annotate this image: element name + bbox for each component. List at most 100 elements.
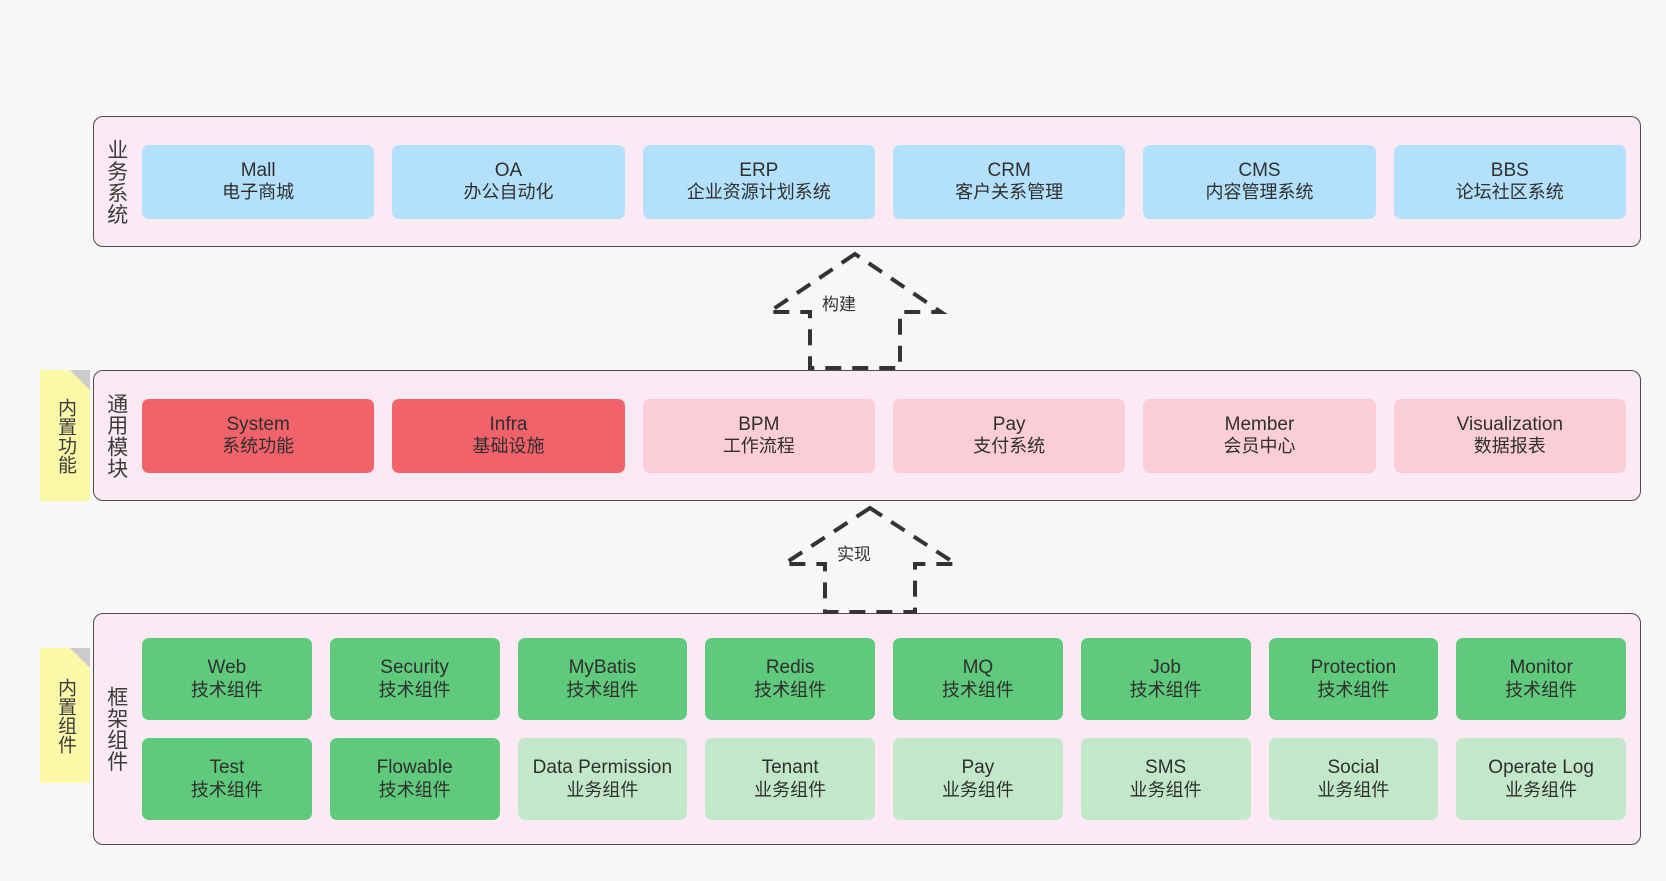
card-operate-log[interactable]: Operate Log 业务组件	[1456, 738, 1626, 820]
card-infra-name: Infra	[489, 413, 528, 435]
framework-card-grid: Web 技术组件 Security 技术组件 MyBatis 技术组件 Redi…	[138, 614, 1640, 844]
card-infra-desc: 基础设施	[472, 436, 545, 457]
note-builtin-component-label: 内置组件	[55, 677, 77, 754]
card-redis-name: Redis	[765, 657, 815, 679]
card-test-name: Test	[209, 757, 245, 779]
business-card-row: Mall 电子商城 OA 办公自动化 ERP 企业资源计划系统 CRM 客户关系…	[142, 144, 1626, 219]
card-crm-desc: 客户关系管理	[955, 182, 1064, 203]
common-card-grid: System 系统功能 Infra 基础设施 BPM 工作流程 Pay 支付系统…	[138, 371, 1640, 500]
card-pay-component-name: Pay	[961, 757, 995, 779]
note-builtin-component: 内置组件	[40, 648, 90, 783]
card-mybatis[interactable]: MyBatis 技术组件	[517, 638, 688, 720]
card-monitor-name: Monitor	[1509, 657, 1573, 679]
layer-business-system: 业务系统 Mall 电子商城 OA 办公自动化 ERP 企业资源计划系统 CRM	[93, 116, 1641, 247]
card-bbs-name: BBS	[1490, 159, 1529, 181]
card-sms-desc: 业务组件	[1129, 779, 1202, 800]
connector-build: 构建	[760, 248, 950, 370]
layer-business-title: 业务系统	[104, 138, 128, 225]
card-visualization[interactable]: Visualization 数据报表	[1393, 398, 1626, 473]
card-mybatis-name: MyBatis	[568, 657, 637, 679]
card-visualization-name: Visualization	[1456, 413, 1563, 435]
card-pay-component-desc: 业务组件	[941, 779, 1014, 800]
card-erp-name: ERP	[739, 159, 779, 181]
card-test-desc: 技术组件	[190, 779, 263, 800]
card-job[interactable]: Job 技术组件	[1080, 638, 1251, 720]
layer-framework-component: 框架组件 Web 技术组件 Security 技术组件 MyBatis 技术组件…	[93, 613, 1641, 845]
card-flowable-name: Flowable	[376, 757, 453, 779]
card-mq-name: MQ	[962, 657, 994, 679]
card-bbs[interactable]: BBS 论坛社区系统	[1393, 144, 1626, 219]
card-oa-name: OA	[494, 159, 523, 181]
card-social-name: Social	[1327, 757, 1380, 779]
card-pay-module-name: Pay	[992, 413, 1026, 435]
card-social-desc: 业务组件	[1317, 779, 1390, 800]
card-oa[interactable]: OA 办公自动化	[392, 144, 625, 219]
business-card-grid: Mall 电子商城 OA 办公自动化 ERP 企业资源计划系统 CRM 客户关系…	[138, 117, 1640, 246]
card-pay-module-desc: 支付系统	[973, 436, 1046, 457]
card-crm[interactable]: CRM 客户关系管理	[892, 144, 1126, 219]
card-data-permission[interactable]: Data Permission 业务组件	[517, 738, 688, 820]
card-cms-desc: 内容管理系统	[1205, 182, 1314, 203]
card-crm-name: CRM	[987, 159, 1031, 181]
framework-card-row-tech: Web 技术组件 Security 技术组件 MyBatis 技术组件 Redi…	[142, 638, 1626, 720]
card-redis-desc: 技术组件	[754, 679, 827, 700]
card-erp-desc: 企业资源计划系统	[686, 182, 831, 203]
connector-build-label: 构建	[822, 295, 856, 314]
card-oa-desc: 办公自动化	[463, 182, 554, 203]
card-protection[interactable]: Protection 技术组件	[1268, 638, 1439, 720]
card-cms[interactable]: CMS 内容管理系统	[1143, 144, 1376, 219]
card-bpm-desc: 工作流程	[722, 436, 795, 457]
card-flowable[interactable]: Flowable 技术组件	[329, 738, 500, 820]
card-tenant-desc: 业务组件	[754, 779, 827, 800]
card-redis[interactable]: Redis 技术组件	[705, 638, 875, 720]
connector-implement-label: 实现	[837, 545, 871, 564]
card-data-permission-desc: 业务组件	[566, 779, 639, 800]
card-tenant[interactable]: Tenant 业务组件	[705, 738, 875, 820]
card-sms[interactable]: SMS 业务组件	[1080, 738, 1251, 820]
card-protection-desc: 技术组件	[1317, 679, 1390, 700]
card-web[interactable]: Web 技术组件	[142, 638, 312, 720]
card-system[interactable]: System 系统功能	[142, 398, 375, 473]
card-member[interactable]: Member 会员中心	[1143, 398, 1376, 473]
framework-card-row-biz: Test 技术组件 Flowable 技术组件 Data Permission …	[142, 738, 1626, 820]
card-social[interactable]: Social 业务组件	[1268, 738, 1439, 820]
card-mall-desc: 电子商城	[222, 182, 295, 203]
card-infra[interactable]: Infra 基础设施	[392, 398, 625, 473]
card-mall-name: Mall	[240, 159, 276, 181]
card-mall[interactable]: Mall 电子商城	[142, 144, 375, 219]
card-visualization-desc: 数据报表	[1473, 436, 1546, 457]
card-security[interactable]: Security 技术组件	[329, 638, 500, 720]
card-pay-component[interactable]: Pay 业务组件	[893, 738, 1063, 820]
card-monitor[interactable]: Monitor 技术组件	[1456, 638, 1626, 720]
card-monitor-desc: 技术组件	[1505, 679, 1578, 700]
card-bpm[interactable]: BPM 工作流程	[642, 398, 875, 473]
layer-common-module: 通用模块 System 系统功能 Infra 基础设施 BPM 工作流程 Pay	[93, 370, 1641, 501]
card-test[interactable]: Test 技术组件	[142, 738, 312, 820]
card-flowable-desc: 技术组件	[378, 779, 451, 800]
connector-build-arrow	[762, 251, 948, 370]
card-sms-name: SMS	[1145, 757, 1187, 779]
card-job-name: Job	[1150, 657, 1181, 679]
common-card-row: System 系统功能 Infra 基础设施 BPM 工作流程 Pay 支付系统…	[142, 398, 1626, 473]
card-erp[interactable]: ERP 企业资源计划系统	[642, 144, 875, 219]
note-builtin-function: 内置功能	[40, 370, 90, 501]
card-system-name: System	[226, 413, 290, 435]
card-job-desc: 技术组件	[1129, 679, 1202, 700]
card-operate-log-desc: 业务组件	[1505, 779, 1578, 800]
layer-framework-title: 框架组件	[104, 686, 128, 772]
card-bpm-name: BPM	[738, 413, 780, 435]
card-protection-name: Protection	[1310, 657, 1397, 679]
connector-implement-arrow	[777, 505, 963, 614]
card-pay-module[interactable]: Pay 支付系统	[892, 398, 1126, 473]
card-security-desc: 技术组件	[378, 679, 451, 700]
card-mq-desc: 技术组件	[941, 679, 1014, 700]
card-mybatis-desc: 技术组件	[566, 679, 639, 700]
card-security-name: Security	[380, 657, 449, 679]
layer-common-title: 通用模块	[104, 392, 128, 479]
card-data-permission-name: Data Permission	[532, 757, 673, 779]
connector-implement: 实现	[775, 502, 965, 614]
card-member-desc: 会员中心	[1223, 436, 1296, 457]
card-mq[interactable]: MQ 技术组件	[893, 638, 1063, 720]
card-cms-name: CMS	[1238, 159, 1281, 181]
card-member-name: Member	[1224, 413, 1295, 435]
